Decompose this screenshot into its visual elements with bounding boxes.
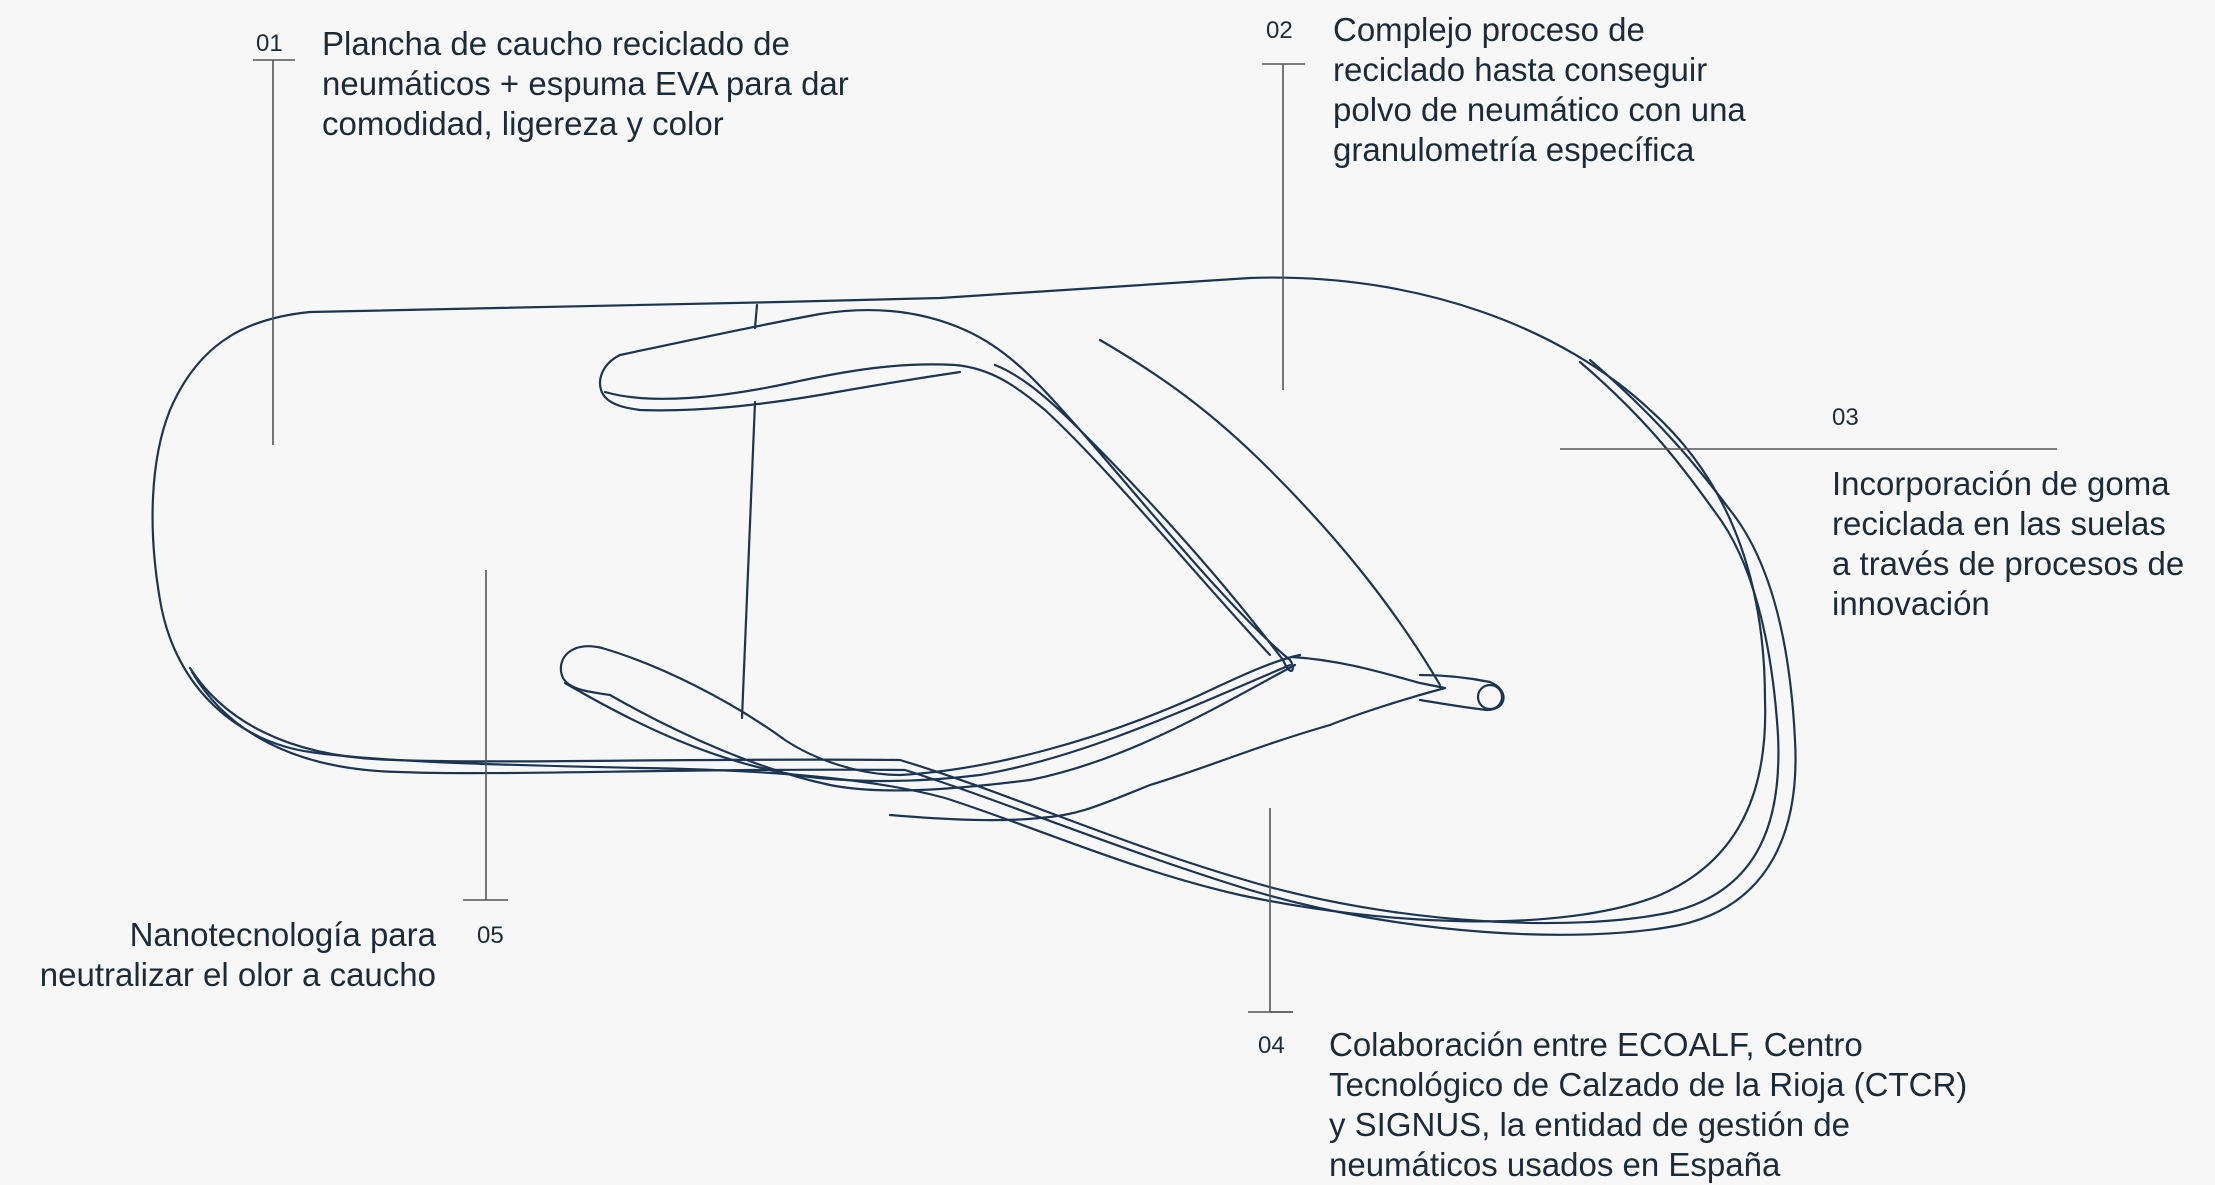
right-strap-lower: [559, 645, 1297, 792]
leader-02: [1262, 63, 1305, 390]
annotation-02-number: 02: [1266, 17, 1293, 44]
leader-01: [253, 59, 295, 445]
flip-flop-illustration: [151, 276, 1797, 936]
annotation-04-text: Colaboración entre ECOALF, Centro Tecnol…: [1329, 1026, 1968, 1183]
annotation-02-text: Complejo proceso de reciclado hasta cons…: [1333, 11, 1746, 168]
toe-post-strap: [888, 655, 1447, 822]
sole-middle-layer: [188, 360, 1780, 925]
center-strap-left: [1098, 338, 1442, 687]
annotation-01-text: Plancha de caucho reciclado de neumático…: [322, 25, 849, 142]
annotation-01-number: 01: [256, 30, 283, 57]
toe-post-knob: [1476, 683, 1504, 711]
right-strap-lower-inner: [563, 663, 1292, 783]
left-strap-tip: [598, 353, 962, 412]
annotation-03-number: 03: [1832, 404, 1859, 431]
sole-bottom-layer: [190, 358, 1797, 936]
right-strap-lower-outline: [600, 646, 1302, 777]
left-strap-upper-inner: [603, 363, 1272, 657]
annotation-03-text: Incorporación de goma reciclada en las s…: [1832, 465, 2185, 622]
leader-lines: [253, 59, 2057, 1013]
sole-crease-line: [740, 303, 759, 720]
sole-top-outline: [151, 276, 1767, 923]
annotation-05-number: 05: [477, 922, 504, 949]
left-strap-upper: [618, 309, 1294, 672]
annotation-05-text: Nanotecnología para neutralizar el olor …: [39, 916, 436, 993]
toe-post-tip: [1418, 673, 1505, 712]
leader-04: [1248, 808, 1293, 1013]
leader-05: [463, 570, 508, 901]
annotation-04-number: 04: [1258, 1032, 1285, 1059]
